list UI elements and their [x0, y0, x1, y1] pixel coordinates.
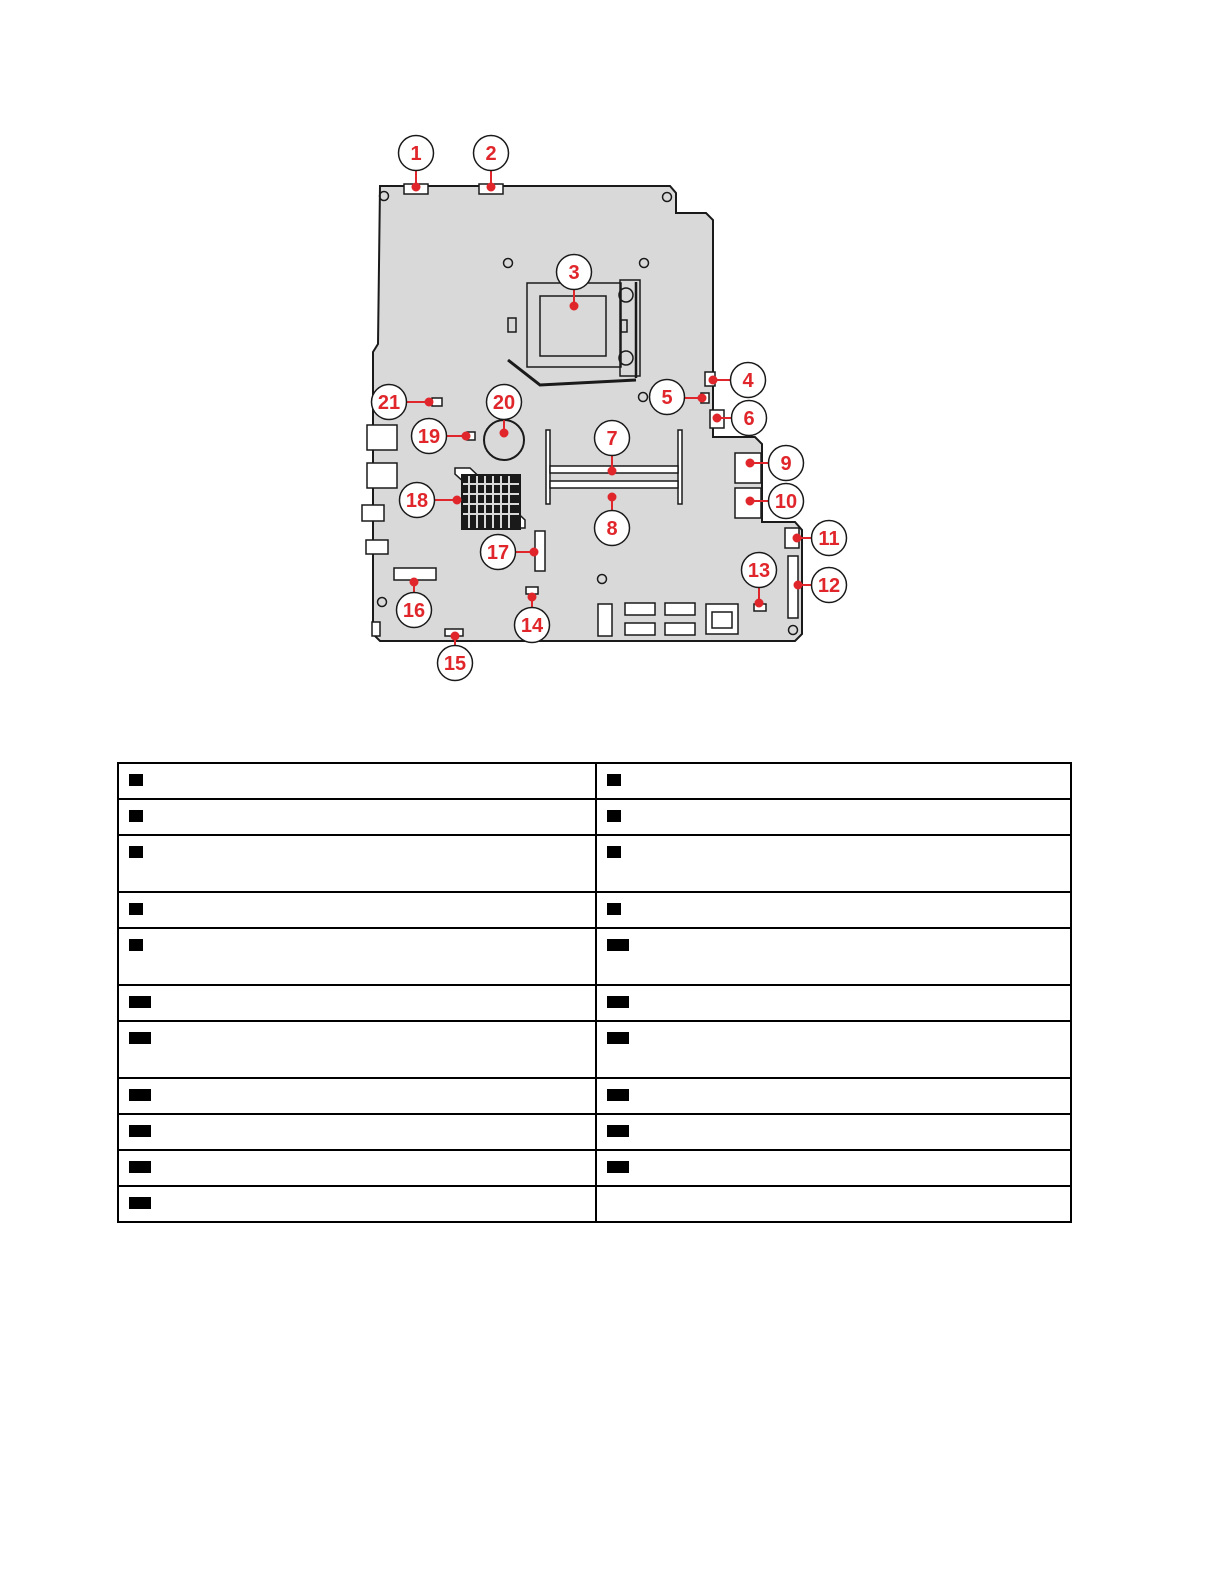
callout-marker	[129, 903, 143, 915]
callout-marker	[607, 939, 629, 951]
legend-row: 21	[117, 1185, 1072, 1223]
legend-row: 34	[117, 798, 1072, 836]
callout-marker	[129, 810, 143, 822]
mounting-holes	[376, 190, 799, 636]
callout-12: 12	[818, 575, 840, 597]
callout-17: 17	[487, 542, 509, 564]
callout-marker	[607, 1089, 629, 1101]
legend-cell-right: 2	[595, 762, 1072, 800]
legend-cell-right: 18	[595, 1113, 1072, 1151]
callout-8: 8	[606, 518, 617, 540]
callout-11: 11	[818, 528, 839, 550]
callout-marker	[129, 1032, 151, 1044]
system-board-diagram: 1 2 3 4 5 6 7 8 9 10 11 12 13 14 15 16 1…	[361, 134, 848, 682]
callout-marker	[129, 996, 151, 1008]
legend-cell-right: 20	[595, 1149, 1072, 1187]
legend-cell-left: 7	[117, 891, 597, 929]
legend-cell-left: 15	[117, 1077, 597, 1115]
callout-marker	[607, 1032, 629, 1044]
callout-16: 16	[403, 600, 425, 622]
callout-marker	[129, 1089, 151, 1101]
callout-1: 1	[410, 143, 421, 165]
callout-marker	[607, 846, 621, 858]
legend-cell-right: 14	[595, 1020, 1072, 1079]
legend-cell-right: 6	[595, 834, 1072, 893]
legend-cell-left: 21	[117, 1185, 597, 1223]
legend-cell-left: 3	[117, 798, 597, 836]
callout-13: 13	[748, 560, 770, 582]
legend-cell-left: 11	[117, 984, 597, 1022]
callout-10: 10	[775, 491, 797, 513]
legend-row: 12	[117, 762, 1072, 800]
legend-cell-left: 19	[117, 1149, 597, 1187]
callout-leaders	[407, 171, 812, 645]
legend-row: 56	[117, 834, 1072, 893]
callout-9: 9	[780, 453, 791, 475]
callout-bubbles	[370, 134, 848, 682]
callout-20: 20	[493, 392, 515, 414]
legend-cell-right: 16	[595, 1077, 1072, 1115]
heatsink	[454, 467, 526, 530]
callout-marker	[607, 1125, 629, 1137]
callout-marker	[129, 774, 143, 786]
callout-14: 14	[521, 615, 544, 637]
callout-marker	[129, 846, 143, 858]
callout-21: 21	[378, 392, 400, 414]
rear-io-ports	[597, 602, 739, 637]
legend-cell-right: 8	[595, 891, 1072, 929]
callout-2: 2	[485, 143, 496, 165]
legend-row: 910	[117, 927, 1072, 986]
legend-cell-left: 9	[117, 927, 597, 986]
callout-marker	[129, 1125, 151, 1137]
callout-marker	[607, 774, 621, 786]
callout-5: 5	[661, 387, 672, 409]
legend-cell-right	[595, 1185, 1072, 1223]
callout-marker	[129, 939, 143, 951]
callout-7: 7	[606, 428, 617, 450]
left-edge-ports	[361, 424, 398, 637]
callout-marker	[607, 1161, 629, 1173]
legend-cell-left: 5	[117, 834, 597, 893]
callout-19: 19	[418, 426, 440, 448]
port-10	[734, 487, 762, 519]
legend-cell-right: 10	[595, 927, 1072, 986]
callout-marker	[129, 1161, 151, 1173]
legend-cell-left: 17	[117, 1113, 597, 1151]
callout-marker	[607, 903, 621, 915]
callout-marker	[607, 810, 621, 822]
callout-marker	[607, 996, 629, 1008]
callout-4: 4	[742, 370, 754, 392]
port-9	[734, 452, 762, 484]
callout-18: 18	[406, 490, 428, 512]
legend-cell-right: 4	[595, 798, 1072, 836]
legend-row: 78	[117, 891, 1072, 929]
legend-cell-right: 12	[595, 984, 1072, 1022]
legend-cell-left: 1	[117, 762, 597, 800]
callout-6: 6	[743, 408, 754, 430]
legend-cell-left: 13	[117, 1020, 597, 1079]
callout-marker	[129, 1197, 151, 1209]
callout-3: 3	[568, 262, 579, 284]
callout-15: 15	[444, 653, 466, 675]
